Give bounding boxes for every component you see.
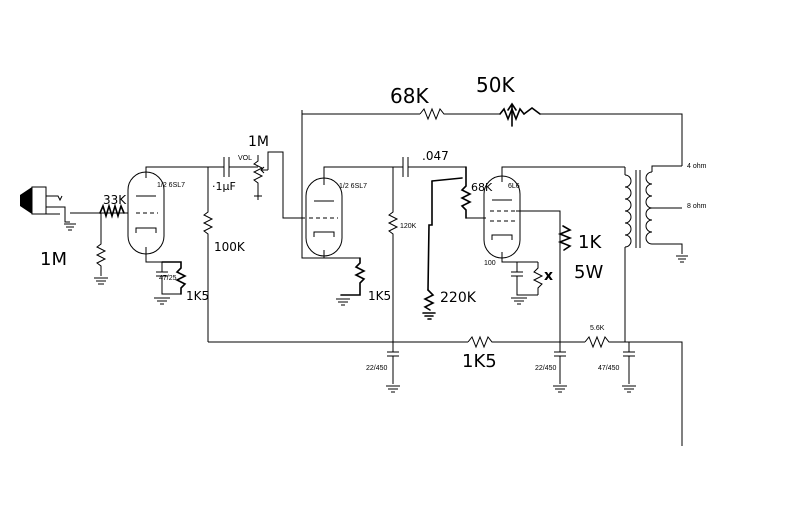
vol-label: VOL: [238, 155, 252, 162]
input-jack-icon: [20, 186, 76, 231]
res-filter-label: 5.6K: [590, 325, 605, 332]
cap-fil3-label: 47/450: [598, 365, 620, 372]
tube2-label: 1/2 6SL7: [339, 183, 367, 190]
hand-vol-1m: 1M: [248, 134, 269, 150]
hand-1k5-a: 1K5: [186, 289, 209, 303]
hand-047: .047: [422, 149, 449, 163]
hand-input-1m: 1M: [40, 249, 67, 270]
hand-1k5-bus: 1K5: [462, 351, 497, 372]
hand-5w: 5W: [574, 262, 603, 283]
tube3: [483, 175, 521, 259]
tube1-label: 1/2 6SL7: [157, 182, 185, 189]
hand-x-mark: x: [544, 268, 553, 284]
out4-label: 4 ohm: [687, 163, 707, 170]
hand-68k-grid: 68K: [471, 181, 493, 194]
hand-1k5-b: 1K5: [368, 289, 391, 303]
hand-68k-top: 68K: [390, 84, 429, 108]
hand-50k: 50K: [476, 73, 515, 97]
cap1-label: 47/25: [159, 275, 177, 282]
cathode3-label: 100: [484, 260, 496, 267]
volume-pot: [252, 151, 305, 219]
cap-fil2-label: 22/450: [535, 365, 557, 372]
hand-1uf: ·1μF: [212, 180, 236, 193]
output-transformer-icon: [624, 165, 688, 263]
hand-33k: 33K: [103, 193, 127, 207]
hand-1k-5w: 1K: [578, 232, 602, 253]
input-grid-resistor: [94, 213, 108, 285]
tube3-label: 6L6: [508, 183, 520, 190]
res120k-label: 120K: [400, 223, 417, 230]
cap-fil1-label: 22/450: [366, 365, 388, 372]
tube2: [305, 177, 343, 257]
hand-100k: 100K: [214, 240, 246, 254]
tube1: [127, 171, 165, 255]
out8-label: 8 ohm: [687, 203, 707, 210]
hand-220k: 220K: [440, 290, 477, 306]
